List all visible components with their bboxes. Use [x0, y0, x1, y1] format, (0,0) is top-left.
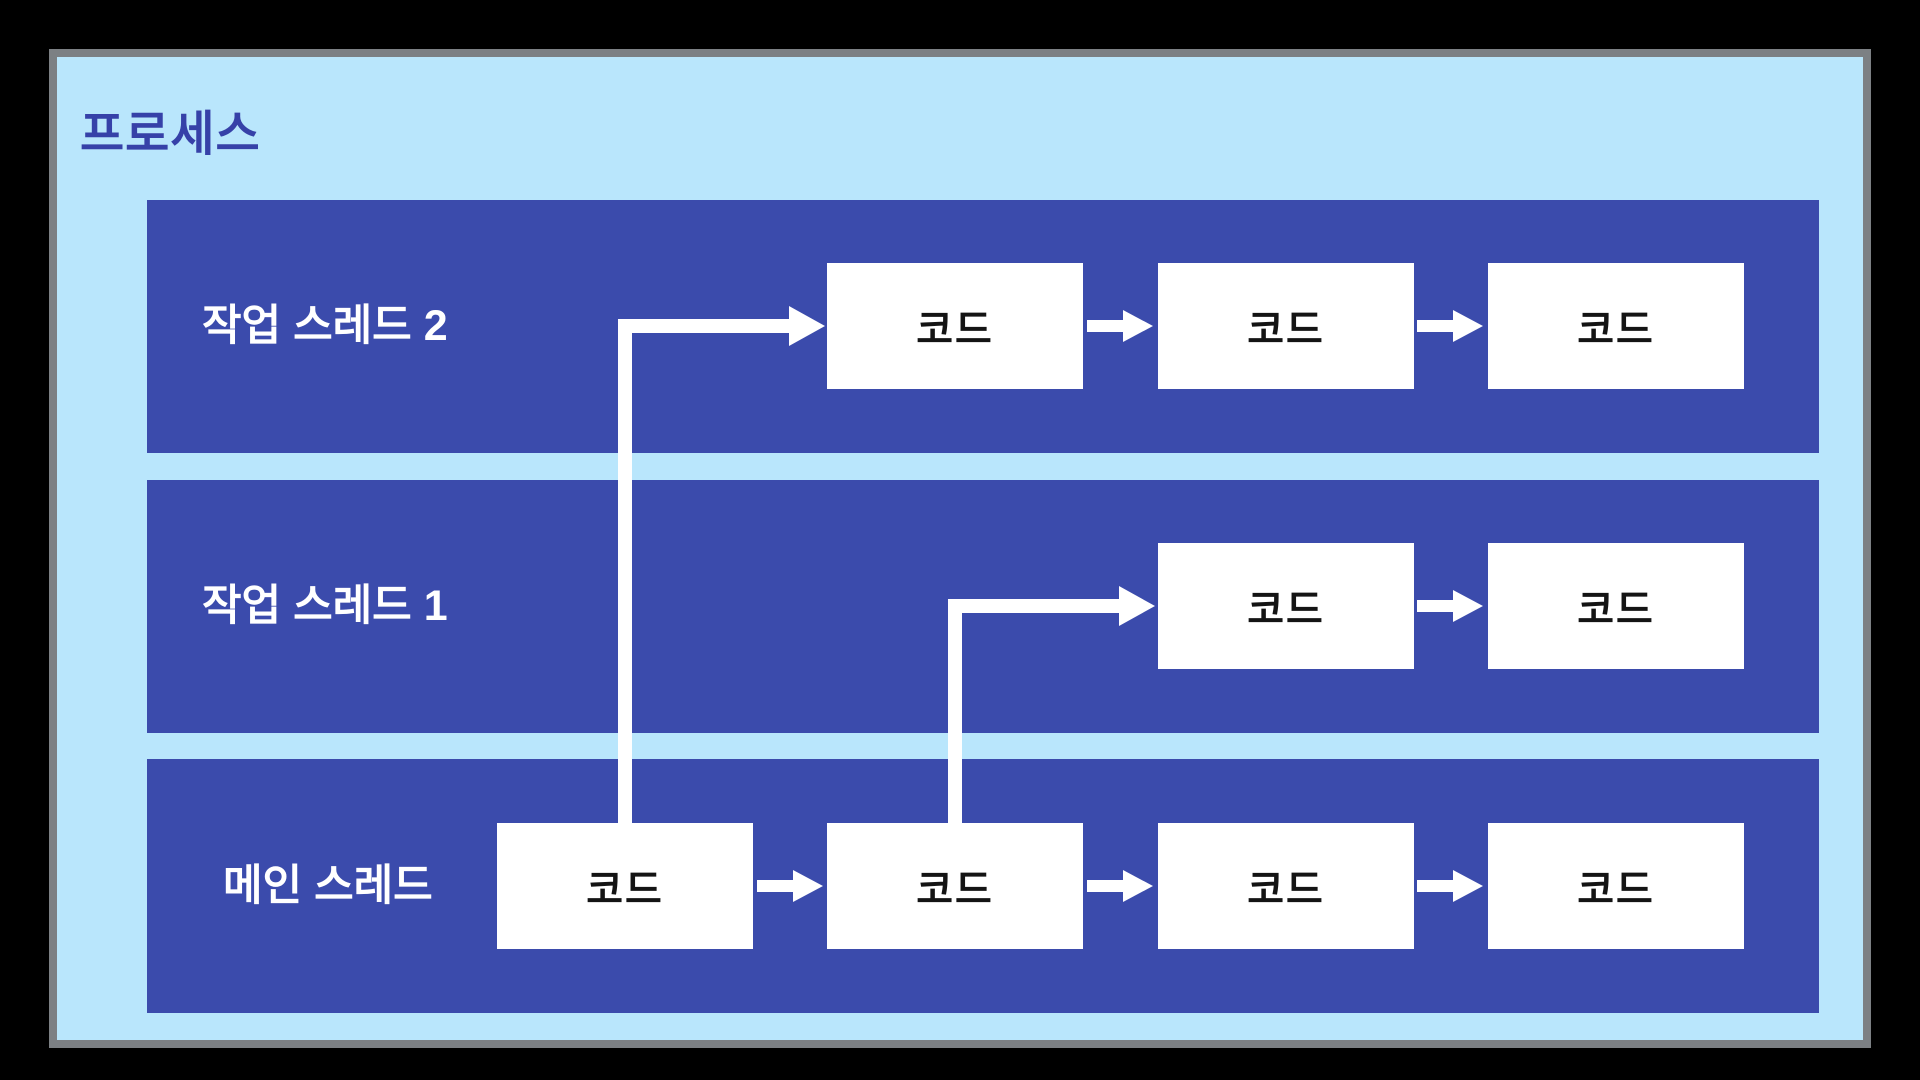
arrow-right-icon	[1087, 310, 1153, 342]
code-box-main-4: 코드	[1488, 823, 1744, 949]
arrow-head-icon	[793, 870, 823, 902]
arrow-head-icon	[1119, 586, 1155, 626]
arrow-segment-horizontal	[948, 599, 1121, 613]
arrow-head-icon	[1123, 870, 1153, 902]
arrow-segment-vertical	[948, 599, 962, 823]
code-box-worker2-2: 코드	[1158, 263, 1414, 389]
arrow-shaft	[1417, 600, 1455, 612]
arrow-head-icon	[1453, 590, 1483, 622]
thread-label-worker-1: 작업 스레드 1	[202, 582, 448, 630]
arrow-head-icon	[1123, 310, 1153, 342]
code-box-worker1-1: 코드	[1158, 543, 1414, 669]
arrow-head-icon	[1453, 310, 1483, 342]
code-box-main-1: 코드	[497, 823, 753, 949]
arrow-right-icon	[757, 870, 823, 902]
arrow-shaft	[1087, 320, 1125, 332]
arrow-shaft	[1417, 320, 1455, 332]
process-title: 프로세스	[80, 108, 261, 161]
arrow-head-icon	[1453, 870, 1483, 902]
arrow-right-icon	[1417, 590, 1483, 622]
arrow-segment-vertical	[618, 319, 632, 823]
arrow-right-icon	[1087, 870, 1153, 902]
code-box-main-2: 코드	[827, 823, 1083, 949]
code-box-worker2-3: 코드	[1488, 263, 1744, 389]
arrow-shaft	[757, 880, 795, 892]
thread-label-worker-2: 작업 스레드 2	[202, 302, 448, 350]
thread-label-main: 메인 스레드	[223, 862, 433, 910]
code-box-worker2-1: 코드	[827, 263, 1083, 389]
arrow-right-icon	[1417, 310, 1483, 342]
arrow-shaft	[1417, 880, 1455, 892]
code-box-worker1-2: 코드	[1488, 543, 1744, 669]
code-box-main-3: 코드	[1158, 823, 1414, 949]
arrow-right-icon	[1417, 870, 1483, 902]
arrow-segment-horizontal	[618, 319, 791, 333]
arrow-head-icon	[789, 306, 825, 346]
arrow-shaft	[1087, 880, 1125, 892]
